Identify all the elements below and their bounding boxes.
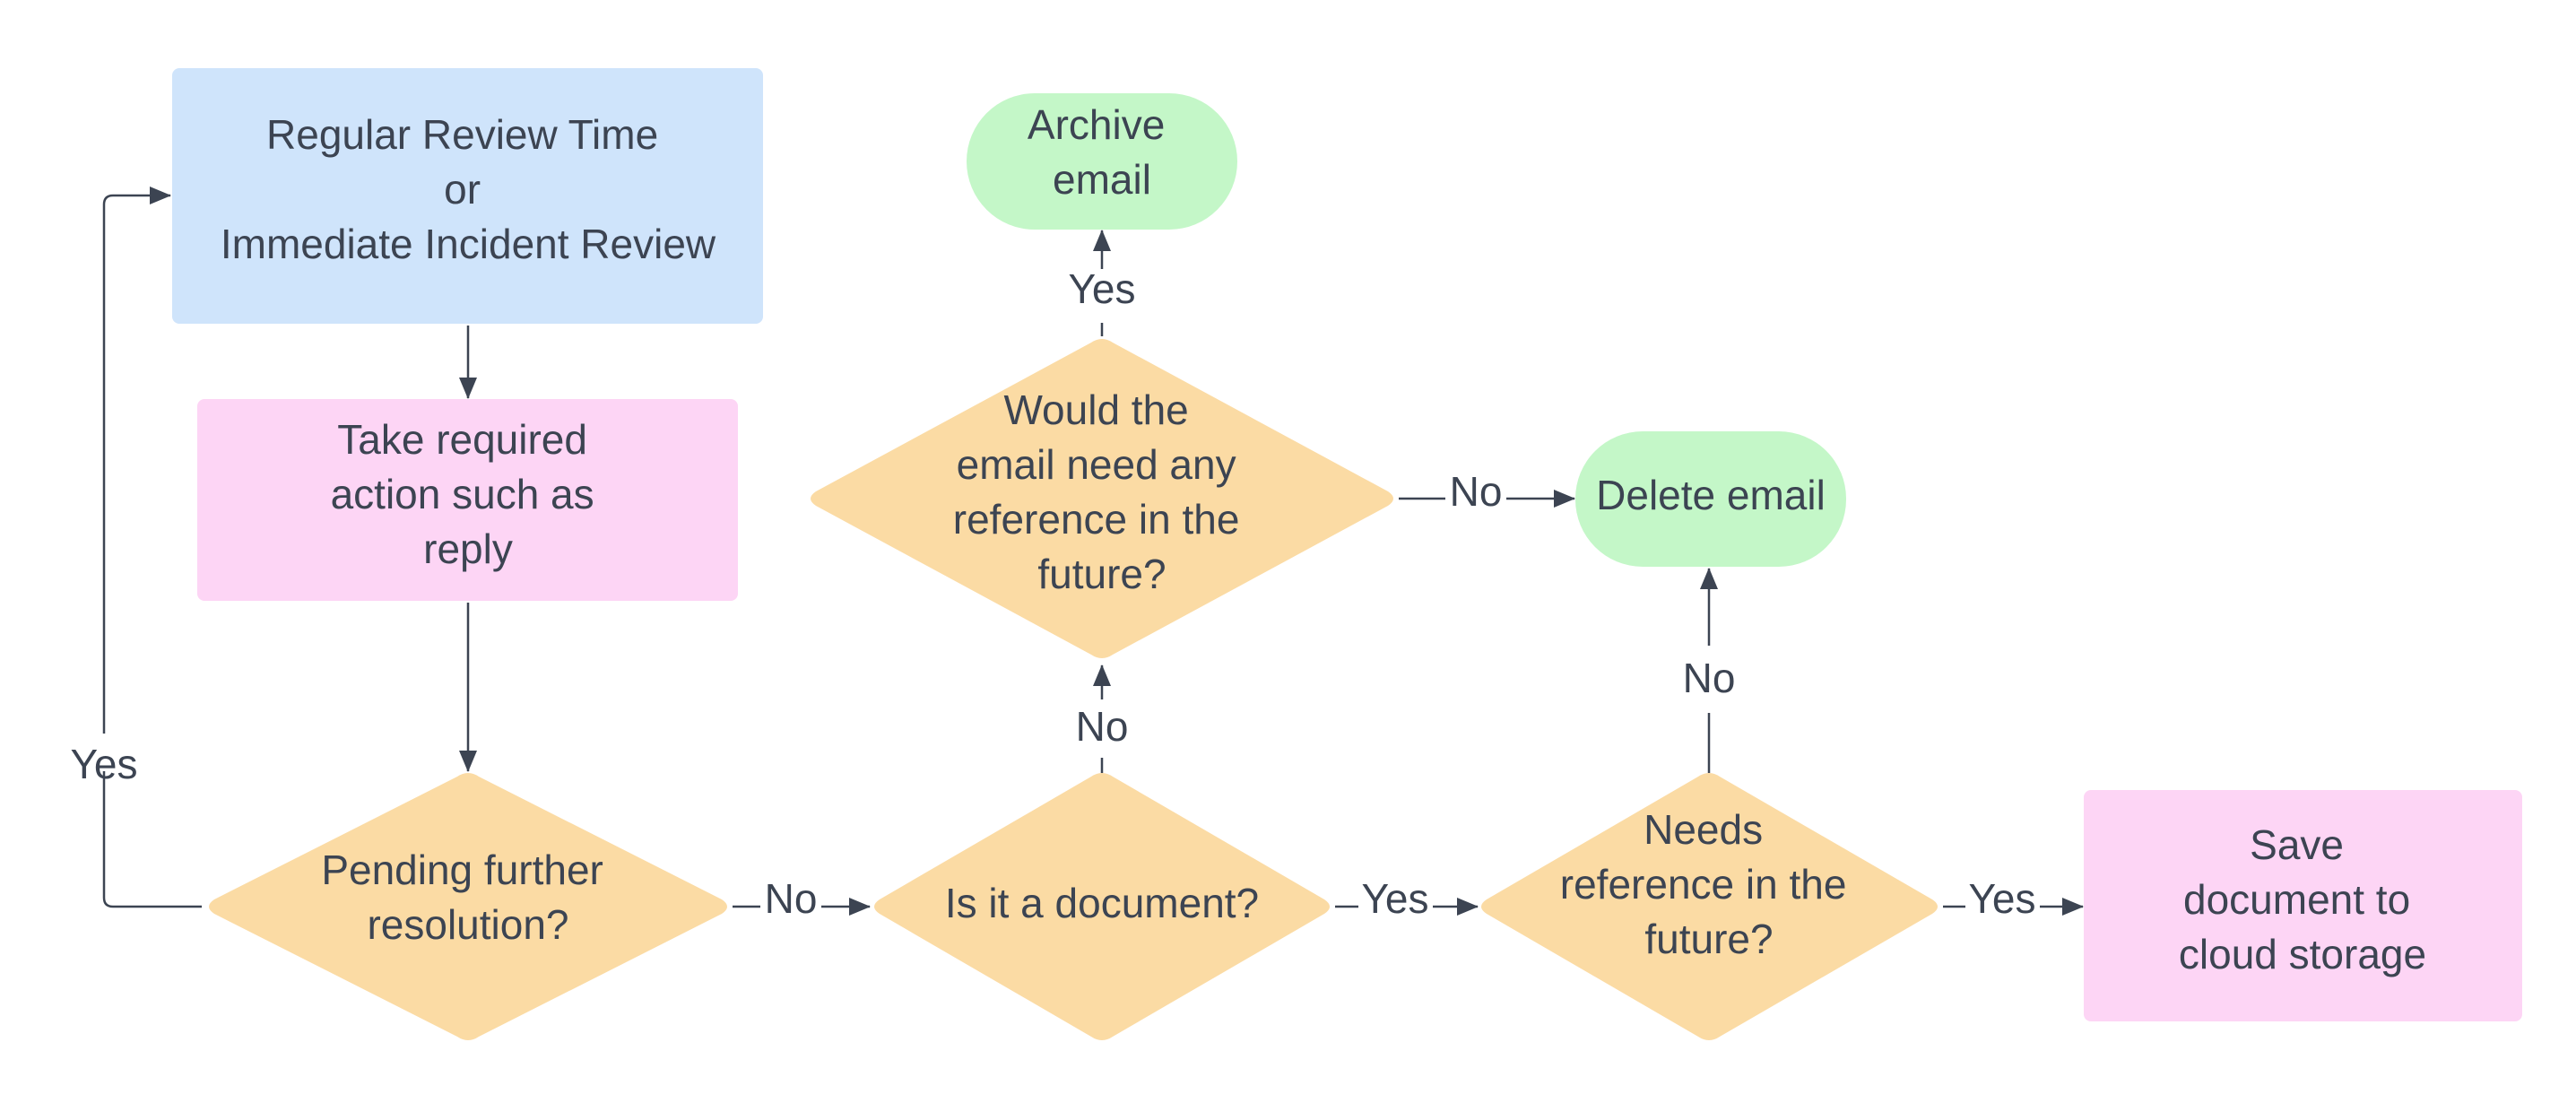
review-start-line-2: or	[444, 166, 481, 213]
node-document-decision: Is it a document?	[874, 773, 1330, 1040]
review-start-shape	[172, 68, 763, 324]
edge-labels: Yes No Yes Yes No Yes No No	[70, 265, 2035, 922]
node-reference-decision: Needs reference in the future?	[1481, 773, 1938, 1040]
archive-email-line-1: Archive	[1028, 101, 1165, 148]
reference-decision-line-3: future?	[1644, 916, 1773, 962]
future-reference-decision-line-1: Would the	[1003, 386, 1188, 433]
take-action-shape	[197, 399, 738, 601]
pending-decision-label: Pending further resolution?	[321, 847, 614, 948]
archive-email-label: Archive email	[1028, 101, 1176, 203]
edge-label-document-yes: Yes	[1361, 875, 1428, 922]
take-action-label: Take required action such as reply	[331, 416, 606, 572]
future-reference-decision-shape	[811, 339, 1393, 658]
edge-label-pending-yes: Yes	[70, 741, 137, 787]
edge-pending-yes-loop-upper	[102, 187, 171, 734]
connectors	[102, 187, 2084, 916]
document-decision-label: Is it a document?	[945, 880, 1259, 926]
future-reference-decision-line-4: future?	[1037, 551, 1166, 597]
save-document-line-1: Save	[2250, 821, 2344, 868]
save-document-label: Save document to cloud storage	[2179, 821, 2426, 977]
review-start-label: Regular Review Time or Immediate Inciden…	[221, 111, 716, 267]
reference-decision-line-1: Needs	[1644, 806, 1763, 853]
reference-decision-label: Needs reference in the future?	[1560, 806, 1858, 962]
edge-label-pending-no: No	[765, 875, 818, 922]
document-decision-line-1: Is it a document?	[945, 880, 1259, 926]
node-delete-email: Delete email	[1575, 431, 1846, 567]
archive-email-line-2: email	[1053, 156, 1151, 203]
pending-decision-line-1: Pending further	[321, 847, 603, 893]
future-reference-decision-label: Would the email need any reference in th…	[953, 386, 1251, 597]
node-pending-decision: Pending further resolution?	[209, 773, 727, 1040]
save-document-line-2: document to	[2183, 876, 2410, 923]
edge-label-document-no: No	[1076, 703, 1129, 750]
node-archive-email: Archive email	[967, 93, 1237, 230]
future-reference-decision-line-2: email need any	[957, 441, 1236, 488]
review-start-line-1: Regular Review Time	[266, 111, 658, 158]
edge-label-reference-yes: Yes	[1968, 875, 2035, 922]
delete-email-label: Delete email	[1596, 472, 1826, 518]
edge-label-reference-no: No	[1683, 655, 1736, 701]
delete-email-shape	[1575, 431, 1846, 567]
pending-decision-line-2: resolution?	[367, 901, 568, 948]
reference-decision-shape	[1481, 773, 1938, 1040]
archive-email-shape	[967, 93, 1237, 230]
node-take-action: Take required action such as reply	[197, 399, 738, 601]
edge-label-future-no: No	[1450, 468, 1503, 515]
review-start-line-3: Immediate Incident Review	[221, 221, 716, 267]
delete-email-line-1: Delete email	[1596, 472, 1826, 518]
save-document-shape	[2084, 790, 2522, 1021]
save-document-line-3: cloud storage	[2179, 931, 2426, 977]
edge-pending-yes-loop	[102, 771, 202, 908]
node-future-reference-decision: Would the email need any reference in th…	[811, 339, 1393, 658]
future-reference-decision-line-3: reference in the	[953, 496, 1240, 543]
take-action-line-3: reply	[423, 525, 513, 572]
edge-label-future-yes: Yes	[1068, 265, 1135, 312]
pending-decision-shape	[209, 773, 727, 1040]
take-action-line-1: Take required	[337, 416, 587, 463]
take-action-line-2: action such as	[331, 471, 594, 517]
node-review-start: Regular Review Time or Immediate Inciden…	[172, 68, 763, 324]
reference-decision-line-2: reference in the	[1560, 861, 1847, 908]
document-decision-shape	[874, 773, 1330, 1040]
node-save-document: Save document to cloud storage	[2084, 790, 2522, 1021]
